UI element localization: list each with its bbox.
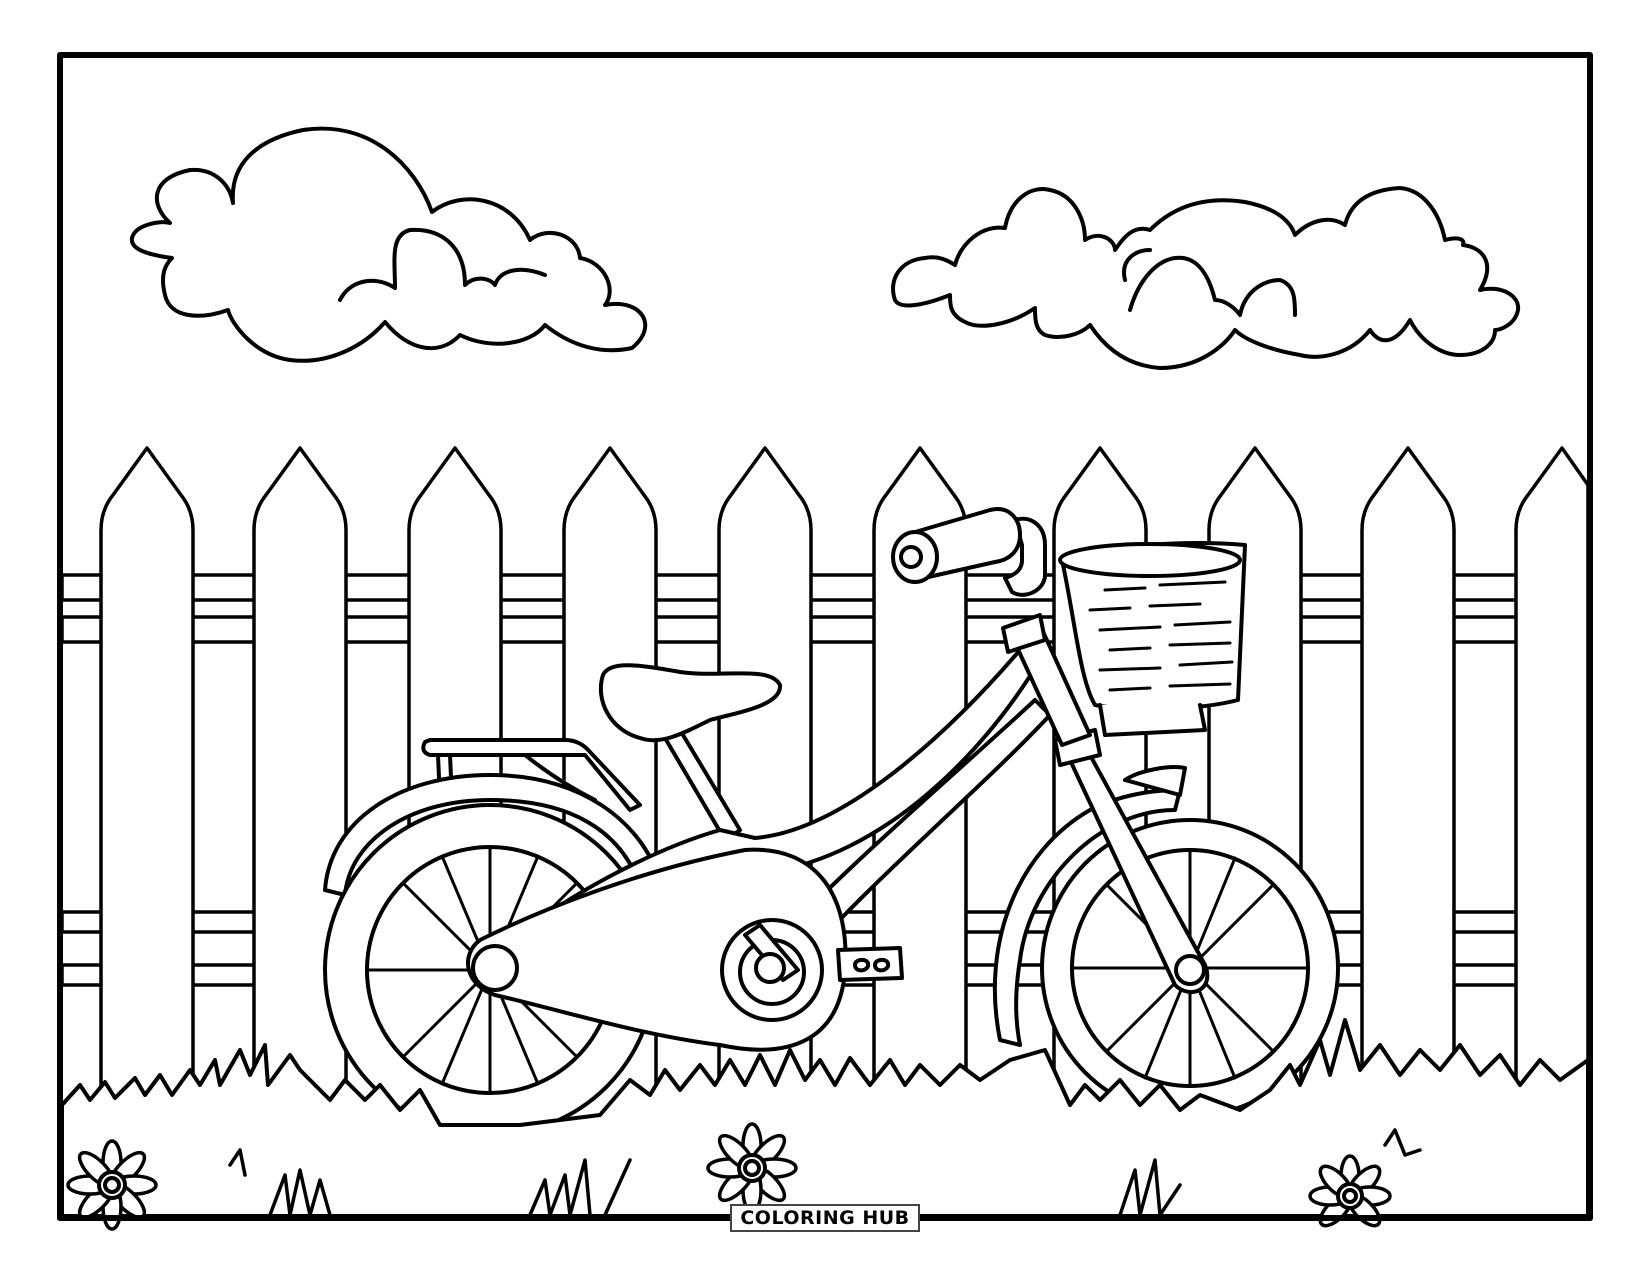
fence-picket-10 [1514, 446, 1590, 1122]
handlebar [1003, 516, 1047, 597]
crank-bolt [754, 952, 786, 984]
basket-weave [1088, 580, 1234, 692]
bicycle-icon [323, 507, 1340, 1137]
fence-picket-9 [1360, 446, 1456, 1122]
stem-collar [1001, 613, 1047, 654]
fence-picket-2 [252, 446, 348, 1122]
basket-rim [1058, 542, 1242, 578]
rear-hub [471, 944, 519, 992]
grip-end-cap [899, 545, 923, 569]
cloud-right-detail [1122, 248, 1297, 317]
front-hub [1174, 954, 1206, 986]
grass-line [60, 1018, 1590, 1218]
rear-rack [421, 738, 642, 812]
fence-picket-1 [99, 446, 195, 1122]
flower-2-icon [706, 1122, 798, 1214]
basket-strap [1098, 703, 1207, 737]
front-fender-tab [1123, 765, 1187, 797]
cloud-left-icon [129, 126, 648, 363]
flower-3-icon [1308, 1154, 1392, 1228]
logo-text: COLORING HUB [740, 1207, 910, 1229]
bike-seat [598, 663, 782, 743]
front-fender [992, 788, 1182, 1047]
basket-icon [1058, 541, 1247, 737]
cloud-right-icon [891, 186, 1521, 370]
cloud-left-detail [338, 227, 547, 302]
coloring-hub-logo: COLORING HUB [730, 1204, 920, 1232]
pedal-detail [853, 957, 891, 973]
grass-tufts [228, 1128, 1422, 1217]
